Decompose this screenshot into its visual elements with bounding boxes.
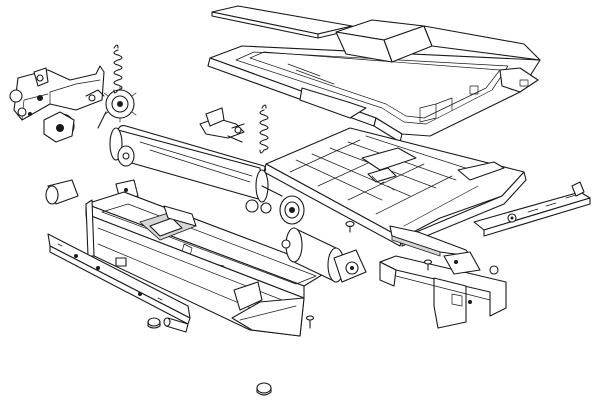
pickup-gear [280,196,304,224]
sensor-flag [200,108,244,142]
scanner-lid-frame [208,20,540,142]
chassis-base [86,192,330,336]
mounting-bracket [10,66,104,142]
drive-motor [282,228,366,282]
output-tray [212,6,352,38]
screw [307,316,314,328]
roller-shaft [46,180,78,204]
gear-assembly [98,86,136,128]
frame-bracket [380,252,506,328]
side-rail [48,234,190,324]
pickup-roller [110,126,282,214]
rubber-foot [148,318,160,328]
tension-spring [260,105,268,153]
slide-rail [474,182,590,236]
paper-guide-plate [264,128,526,256]
pin [164,318,188,332]
tension-spring [114,45,122,93]
screw [346,222,354,233]
rubber-foot [257,383,271,395]
screw [425,260,432,270]
